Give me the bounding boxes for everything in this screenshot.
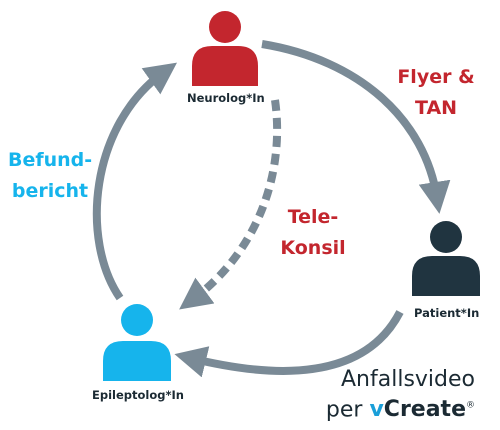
vcreate-registered-mark: ® <box>466 401 475 411</box>
anfallsvideo-line1: Anfallsvideo <box>341 367 475 392</box>
epileptolog-label: Epileptolog*In <box>92 388 184 402</box>
patient-person-icon <box>412 221 480 296</box>
arrow-epileptolog-to-neurolog <box>92 62 177 301</box>
neurolog-person-icon <box>192 11 258 86</box>
telekonsil-line1: Tele- <box>287 206 339 228</box>
arrow-neurolog-to-patient <box>261 40 451 214</box>
arrow-telekonsil-dashed <box>179 99 282 310</box>
telekonsil-line2: Konsil <box>280 237 346 259</box>
neurolog-label: Neurolog*In <box>187 91 265 105</box>
telekonsil-label: Tele- Konsil <box>278 202 348 264</box>
befundbericht-label: Befund- bericht <box>8 145 92 207</box>
anfallsvideo-label: Anfallsvideo per vCreate® <box>325 367 475 423</box>
epileptolog-person-icon <box>103 304 171 381</box>
patient-label: Patient*In <box>414 306 480 320</box>
flyer-tan-line2: TAN <box>414 97 458 119</box>
flyer-tan-label: Flyer & TAN <box>396 62 476 124</box>
vcreate-logo-text: Create <box>383 397 466 423</box>
befundbericht-line2: bericht <box>11 180 89 202</box>
anfallsvideo-per: per <box>325 397 363 423</box>
vcreate-logo: vCreate® <box>369 397 475 422</box>
anfallsvideo-line2: per vCreate® <box>325 393 475 423</box>
befundbericht-line1: Befund- <box>8 149 93 171</box>
vcreate-logo-v: v <box>369 397 384 423</box>
flyer-tan-line1: Flyer & <box>397 66 475 88</box>
arrow-patient-to-epileptolog <box>174 310 404 378</box>
